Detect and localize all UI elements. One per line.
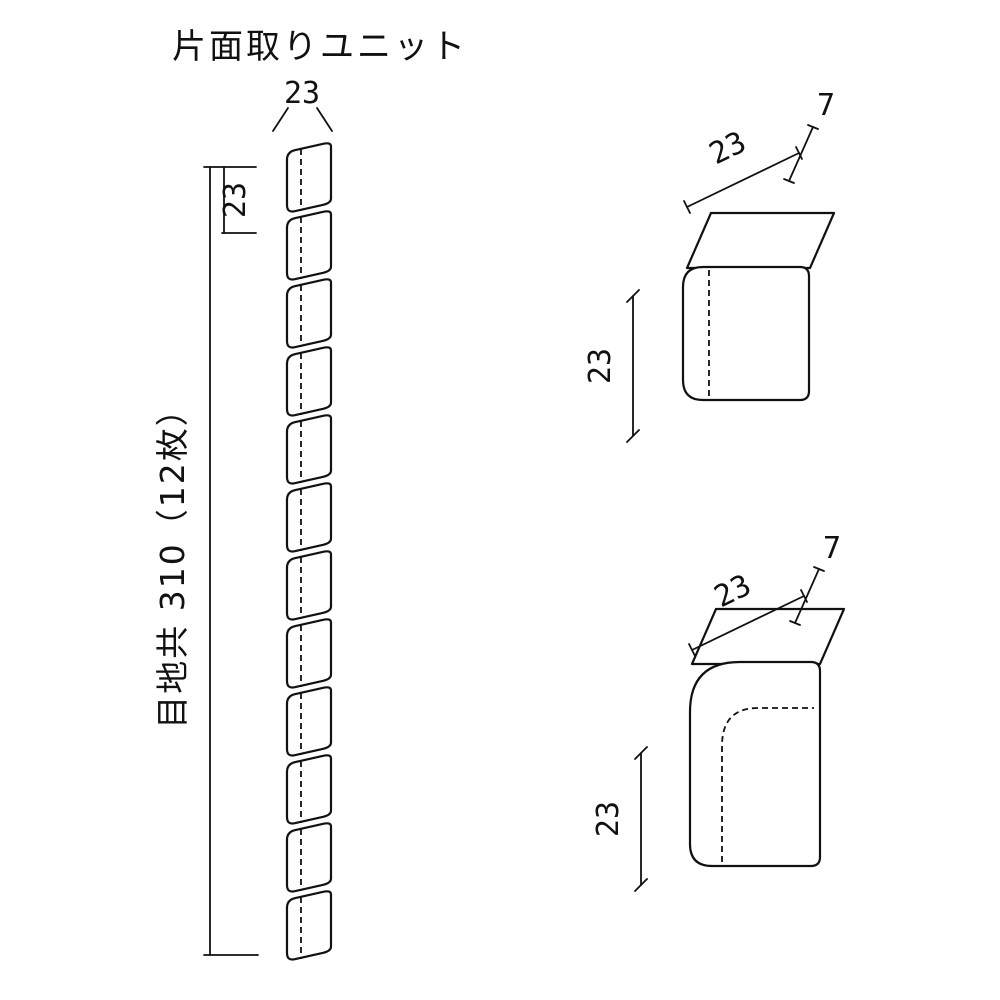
edge-tile-figure: 23 7 23 [583,88,836,443]
strip-tile [285,210,333,281]
corner-tile-depth-label: 7 [823,531,841,566]
strip-tile [285,686,333,757]
strip-tile-height-dimension: 23 [218,166,257,234]
strip-width-dimension: 23 [272,76,333,132]
strip-tiles [285,142,333,961]
corner-tile-height-dimension: 23 [591,746,648,892]
strip-tile-height-label: 23 [218,182,253,218]
drawing-title: 片面取りユニット [172,27,468,67]
strip-tile [285,142,333,213]
strip-tile [285,482,333,553]
strip-tile [285,278,333,349]
strip-tile [285,550,333,621]
edge-tile-top-face [685,211,836,270]
corner-tile-figure: 23 7 23 [591,531,846,892]
edge-tile-height-dimension: 23 [583,289,640,443]
strip-total-height-label: 目地共 310（12枚） [153,391,192,728]
corner-tile-tangent-lines [721,707,814,862]
strip-tile [285,346,333,417]
strip-tile [285,822,333,893]
edge-tile-front-face [681,265,811,402]
edge-tile-height-label: 23 [583,348,618,384]
edge-tile-depth-label: 7 [817,88,835,123]
corner-tile-front-face [688,660,822,868]
corner-tile-top-face [690,607,846,666]
corner-tile-height-label: 23 [591,801,626,837]
edge-tile-width-label: 23 [704,125,752,172]
strip-total-height-dimension: 目地共 310（12枚） [153,166,259,956]
corner-tile-depth-dimension: 7 [789,531,841,626]
strip-tile [285,754,333,825]
strip-tile [285,618,333,689]
strip-tile [285,414,333,485]
edge-tile-depth-dimension: 7 [783,88,835,184]
edge-tile-width-dimension: 23 [683,125,803,214]
strip-tile [285,890,333,961]
strip-width-label: 23 [284,76,320,111]
